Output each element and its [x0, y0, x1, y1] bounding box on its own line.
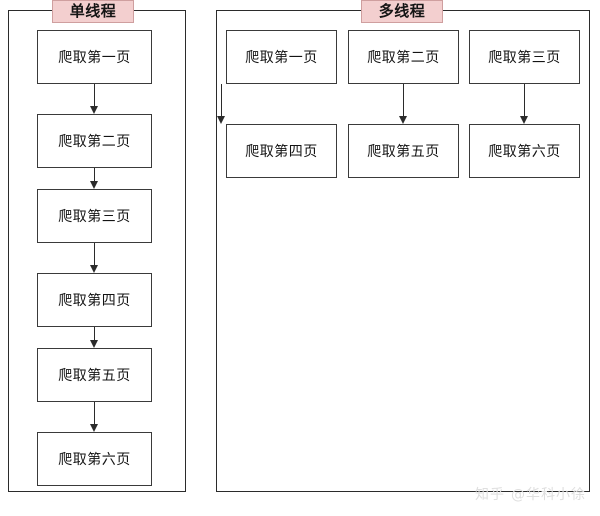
- process-box: 爬取第一页: [37, 30, 152, 84]
- panel-title-single-thread: 单线程: [52, 0, 134, 23]
- watermark-logo: 知乎: [475, 487, 505, 503]
- process-box: 爬取第一页: [226, 30, 337, 84]
- process-box: 爬取第二页: [37, 114, 152, 168]
- process-box: 爬取第四页: [226, 124, 337, 178]
- process-box: 爬取第三页: [469, 30, 580, 84]
- process-box: 爬取第五页: [348, 124, 459, 178]
- panel-title-multi-thread: 多线程: [361, 0, 443, 23]
- watermark-handle: @华科小徐: [511, 487, 586, 503]
- process-box: 爬取第二页: [348, 30, 459, 84]
- process-box: 爬取第五页: [37, 348, 152, 402]
- process-box: 爬取第六页: [469, 124, 580, 178]
- process-box: 爬取第六页: [37, 432, 152, 486]
- process-box: 爬取第四页: [37, 273, 152, 327]
- process-box: 爬取第三页: [37, 189, 152, 243]
- panel-single-thread: [8, 10, 186, 492]
- watermark: 知乎 @华科小徐: [475, 484, 586, 504]
